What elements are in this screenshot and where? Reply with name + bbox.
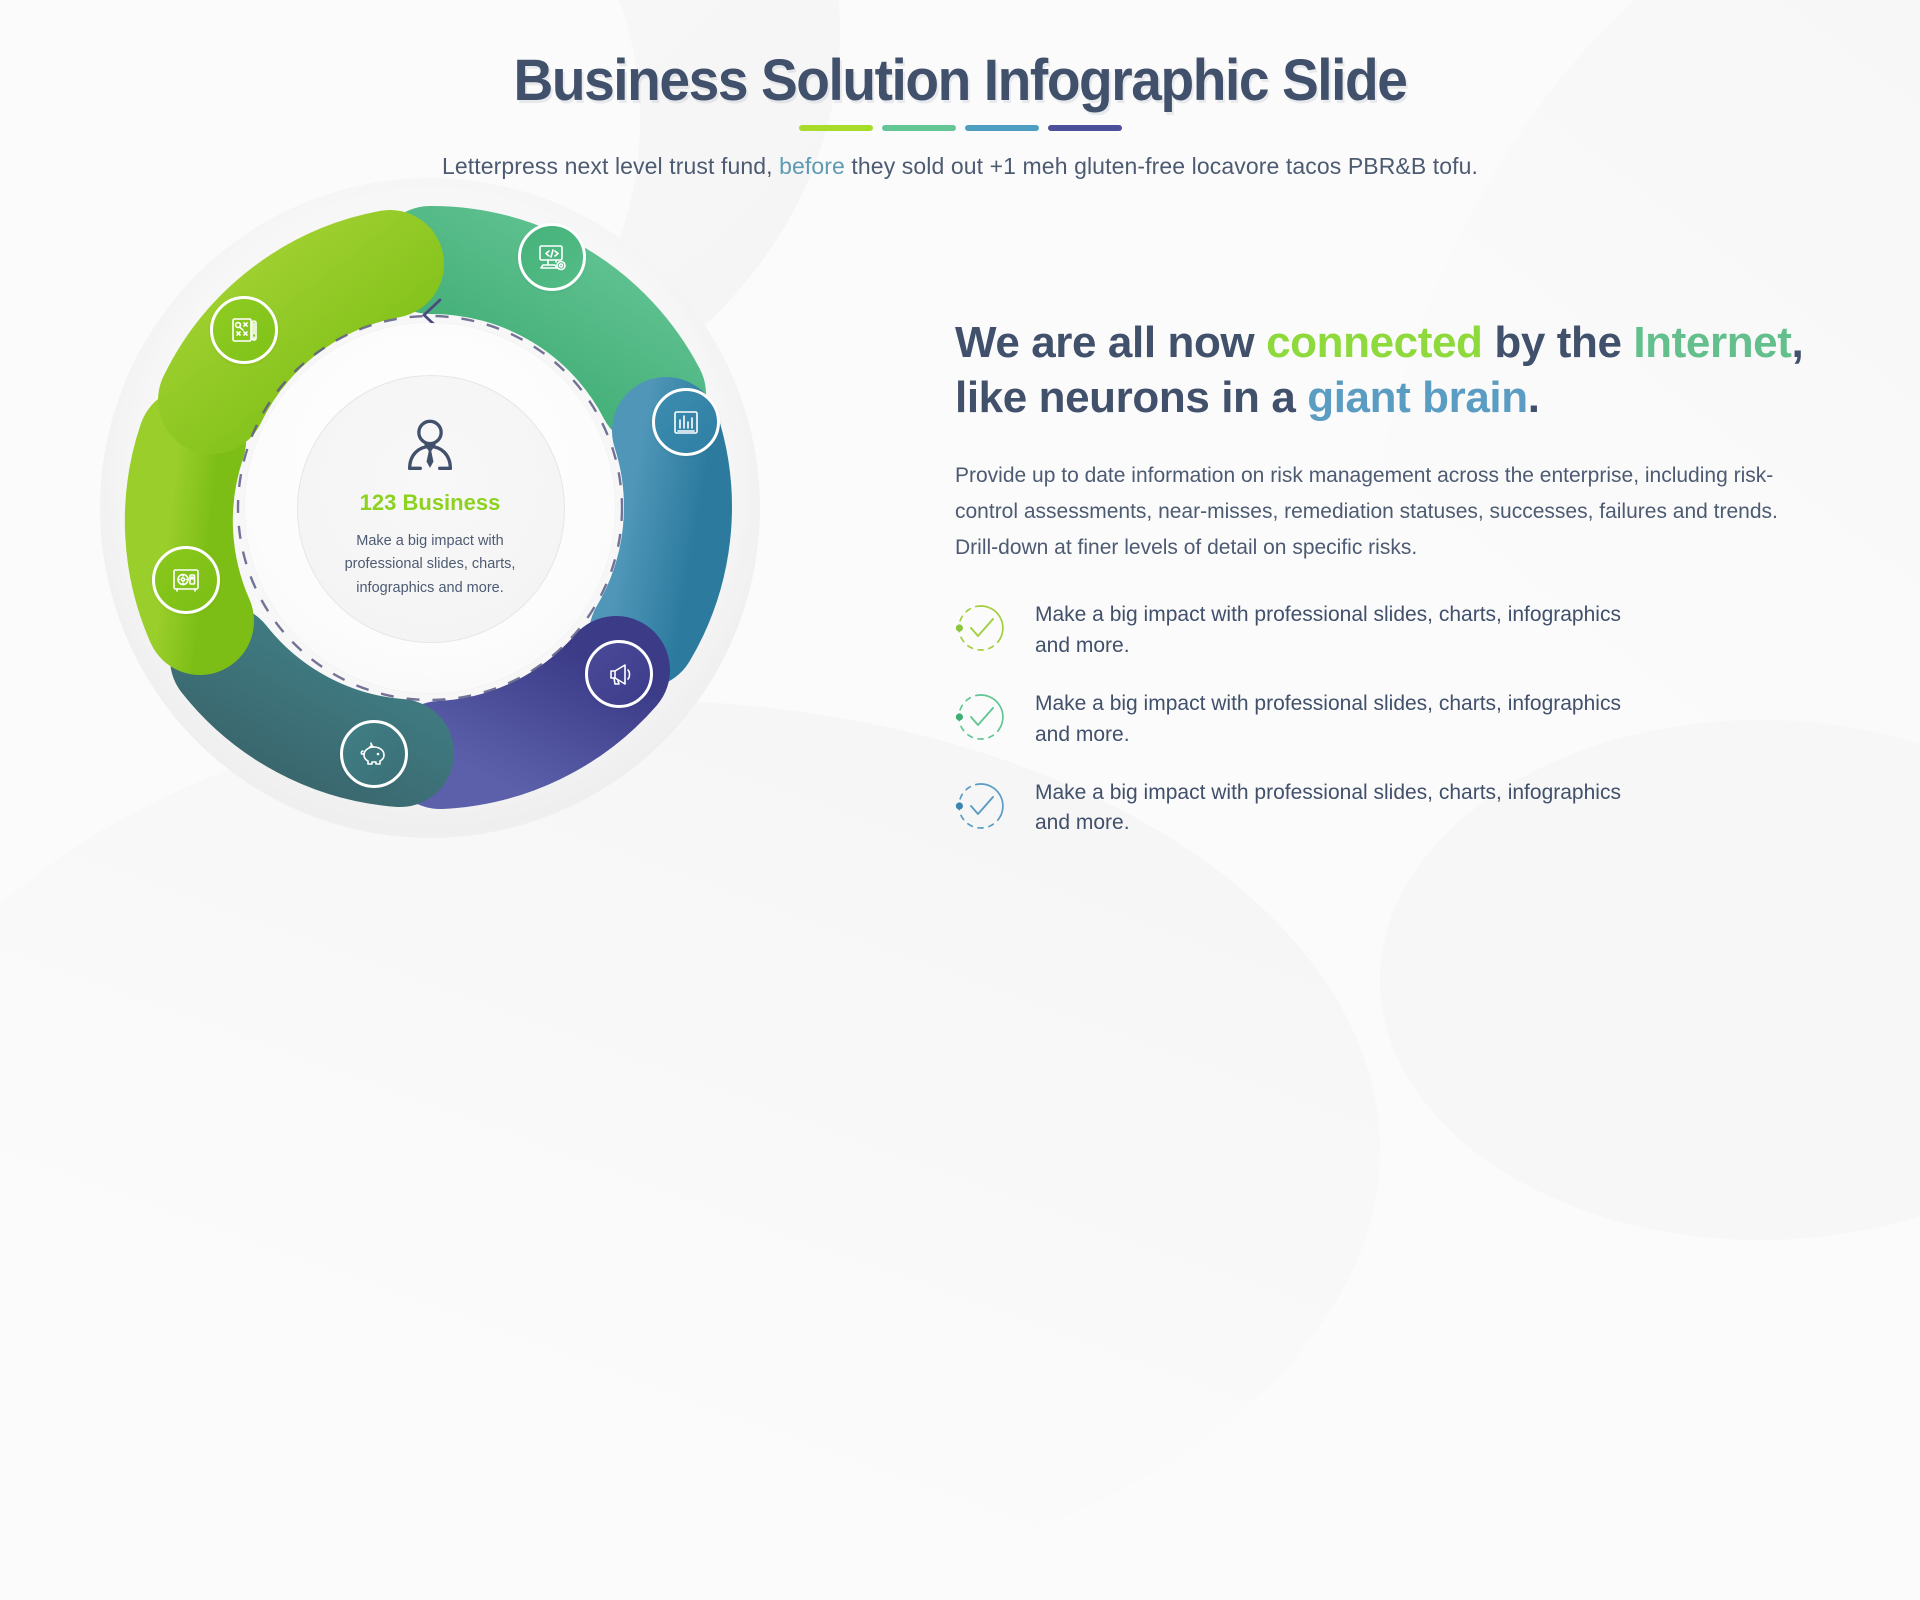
badge-analytics[interactable] (652, 388, 720, 456)
check-circle-icon (955, 694, 1004, 740)
badge-strategy[interactable] (210, 296, 278, 364)
underline-bar-2 (881, 125, 956, 131)
headline-part-2: by the (1482, 318, 1634, 367)
main-content-column: We are all now connected by the Internet… (955, 315, 1870, 839)
title-underline-bars (0, 125, 1920, 131)
slide-header: Business Solution Infographic Slide Lett… (0, 52, 1920, 180)
headline-part-1: connected (1266, 318, 1483, 367)
list-item: Make a big impact with professional slid… (955, 778, 1870, 839)
monitor-code-gear-icon (539, 245, 566, 271)
slide-subtitle: Letterpress next level trust fund, befor… (0, 153, 1920, 180)
underline-bar-3 (964, 125, 1039, 131)
donut-infographic: 123 Business Make a big impact with prof… (100, 178, 760, 838)
businessman-icon (408, 419, 452, 470)
check-circle-icon (955, 605, 1004, 652)
list-item-text: Make a big impact with professional slid… (1035, 603, 1621, 657)
piggy-bank-icon (360, 742, 385, 765)
subtitle-highlight: before (779, 153, 845, 179)
check-circle-icon (955, 783, 1004, 829)
donut-center-content: 123 Business Make a big impact with prof… (297, 375, 563, 641)
badge-security-vault[interactable] (152, 546, 220, 614)
main-headline: We are all now connected by the Internet… (955, 315, 1870, 426)
page-title: Business Solution Infographic Slide (513, 48, 1407, 113)
list-item-text: Make a big impact with professional slid… (1035, 692, 1621, 746)
headline-part-3: Internet (1633, 318, 1792, 367)
underline-bar-1 (798, 125, 873, 131)
donut-center-description: Make a big impact with professional slid… (344, 532, 516, 596)
headline-part-0: We are all now (955, 318, 1267, 367)
body-paragraph: Provide up to date information on risk m… (955, 463, 1778, 560)
strategy-board-icon (232, 318, 257, 342)
headline-part-5: giant brain (1307, 373, 1528, 423)
badge-savings[interactable] (340, 720, 408, 788)
subtitle-pre: Letterpress next level trust fund, (441, 153, 780, 179)
dashed-guide-circle (236, 314, 624, 702)
list-item-text: Make a big impact with professional slid… (1035, 780, 1621, 835)
badge-code-development[interactable] (518, 223, 586, 291)
list-item: Make a big impact with professional slid… (955, 600, 1870, 661)
safe-vault-icon (173, 569, 199, 592)
feature-check-list: Make a big impact with professional slid… (955, 600, 1870, 839)
megaphone-icon (610, 664, 631, 685)
headline-part-6: . (1527, 373, 1540, 423)
subtitle-post: they sold out +1 meh gluten-free locavor… (844, 153, 1479, 179)
bar-chart-icon (674, 411, 698, 434)
badge-marketing[interactable] (585, 640, 653, 708)
underline-bar-4 (1047, 125, 1122, 131)
list-item: Make a big impact with professional slid… (955, 689, 1870, 750)
donut-segment-analytics[interactable] (589, 377, 732, 688)
donut-center-title: 123 Business (359, 489, 501, 515)
